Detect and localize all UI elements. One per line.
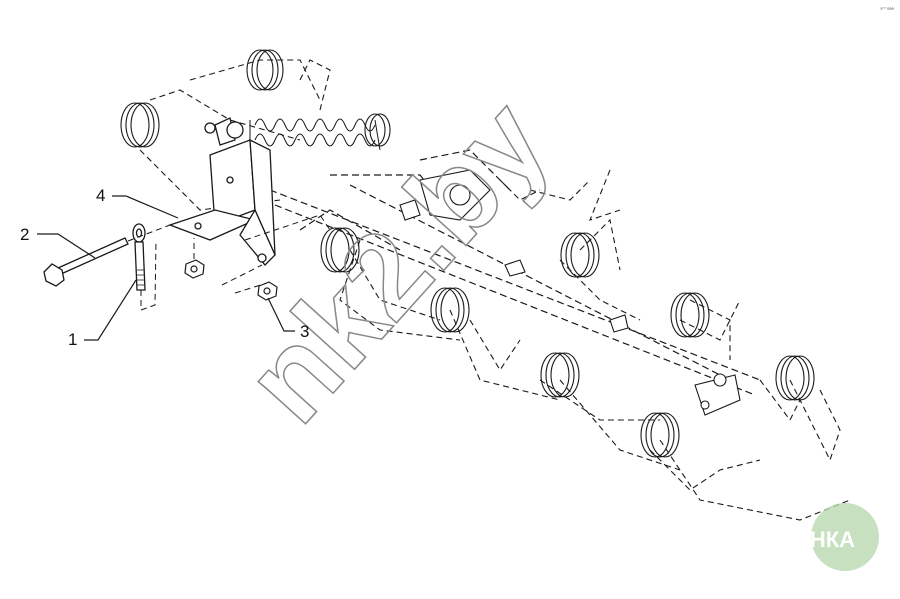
callout-4: 4: [96, 186, 106, 205]
tine-coils: [120, 49, 815, 458]
callout-2: 2: [20, 225, 30, 244]
bracket-part-4: [168, 117, 276, 266]
brand-name: АГРОНКА: [750, 527, 856, 552]
nut-part-3: [184, 259, 278, 301]
callout-leaders: [37, 195, 295, 341]
tension-spring: [249, 118, 381, 151]
callout-3: 3: [300, 322, 310, 341]
corner-code: s²³ see: [880, 6, 894, 11]
assembly-guides: [127, 214, 331, 311]
bolt-part-2: [43, 237, 129, 287]
callout-1: 1: [68, 330, 78, 349]
pivot-mechanisms: [399, 169, 741, 416]
eye-bolt-part-1: [132, 223, 146, 291]
brand-logo: [811, 503, 879, 571]
